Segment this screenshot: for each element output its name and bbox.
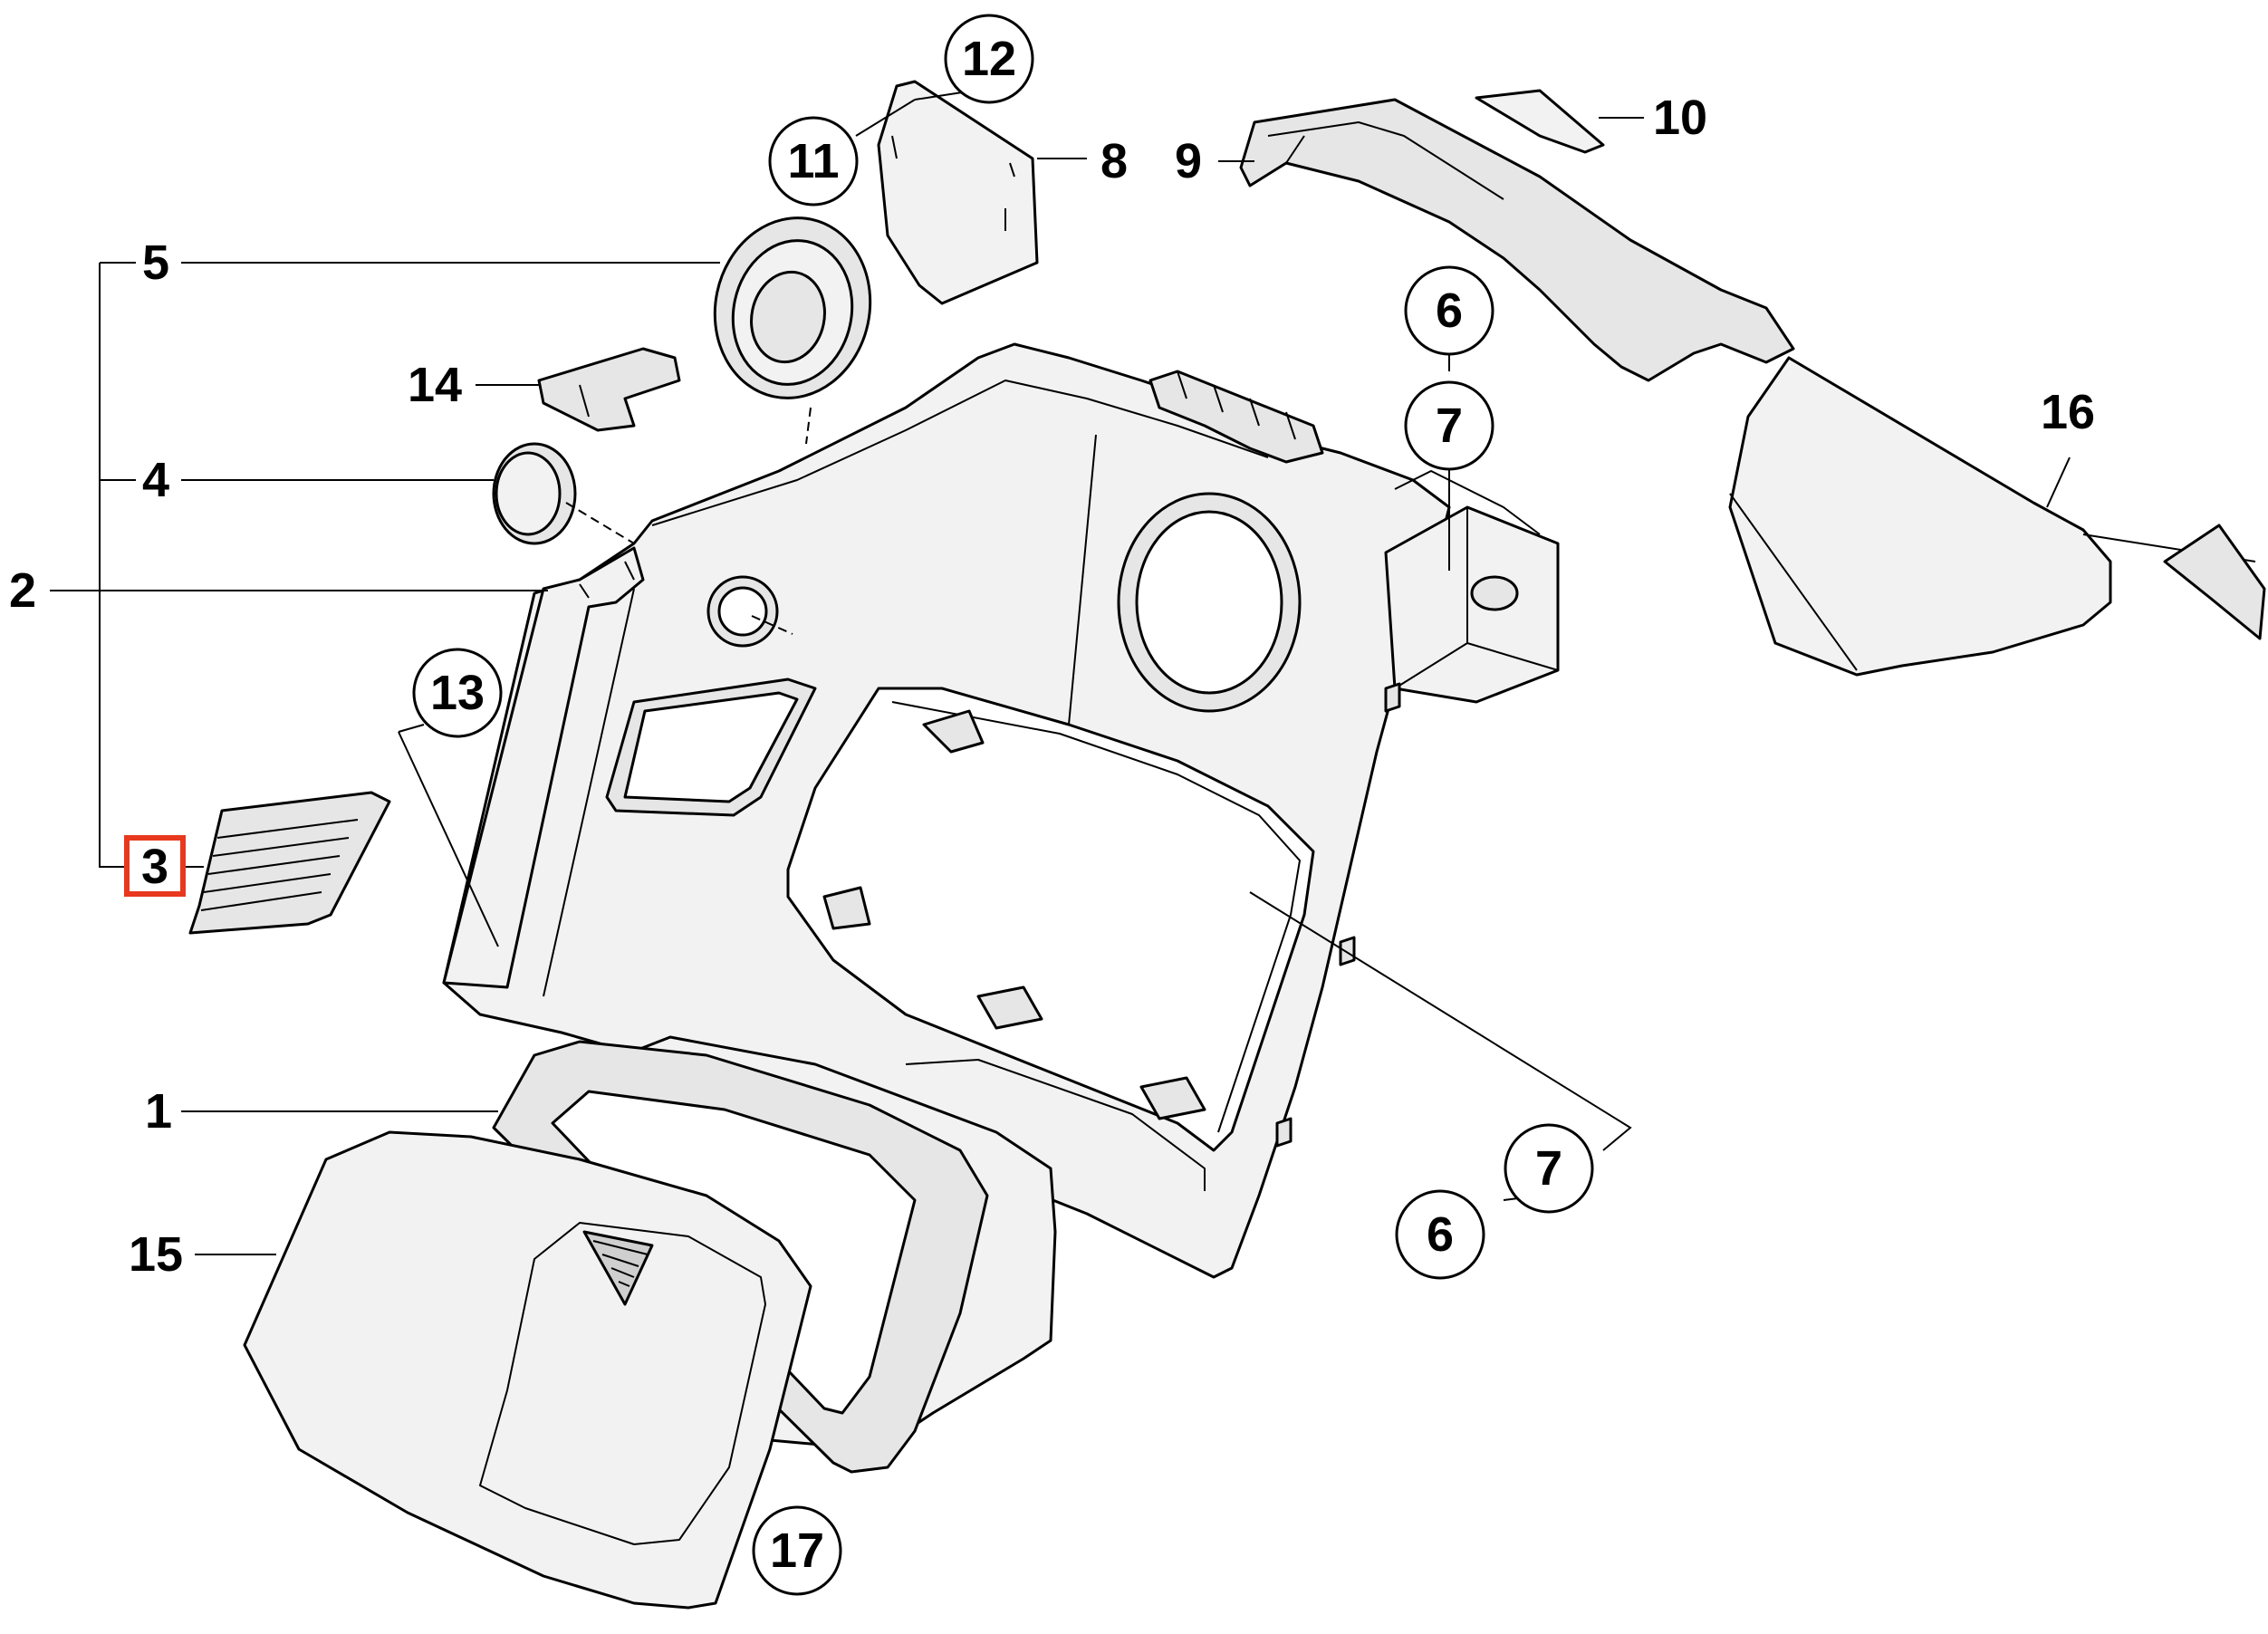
callout-5: 5 [142, 235, 169, 290]
callout-17: 17 [770, 1523, 824, 1578]
upper-trim-rail [1239, 89, 1795, 382]
callout-13: 13 [430, 666, 485, 720]
cover-panel-16 [1728, 356, 2266, 677]
small-bracket [537, 347, 681, 432]
callout-11: 11 [787, 134, 839, 188]
speaker-ring [713, 216, 872, 399]
callout-15: 15 [129, 1227, 183, 1282]
callout-6-bottom: 6 [1427, 1207, 1454, 1262]
callout-14: 14 [408, 358, 462, 412]
callout-9: 9 [1175, 134, 1202, 188]
callout-4: 4 [142, 453, 169, 507]
callout-3: 3 [141, 840, 168, 894]
callout-12: 12 [962, 32, 1016, 86]
vent-grille [188, 791, 391, 935]
callout-1: 1 [145, 1084, 172, 1139]
callouts: 1 2 4 5 8 9 10 14 15 16 3 12 11 13 6 7 7… [9, 14, 2095, 1596]
cover-plate [877, 80, 1039, 305]
round-cap [492, 442, 577, 545]
callout-10: 10 [1653, 91, 1707, 145]
callout-6-top: 6 [1436, 284, 1463, 338]
callout-7-bottom: 7 [1535, 1141, 1562, 1196]
callout-2: 2 [9, 563, 36, 618]
callout-3-highlight [124, 835, 186, 897]
callout-16: 16 [2041, 385, 2095, 439]
callout-8: 8 [1100, 134, 1128, 188]
lower-trim-covers [243, 1035, 1057, 1610]
callout-7-top: 7 [1436, 399, 1463, 453]
